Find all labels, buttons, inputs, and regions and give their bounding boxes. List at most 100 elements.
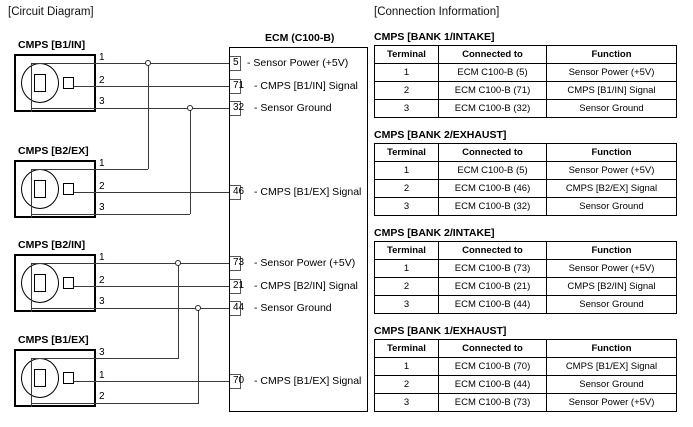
- wire-b1ex-pin1: [74, 381, 230, 382]
- cell-terminal: 2: [374, 277, 439, 296]
- ecm-pin-number: 46: [233, 186, 245, 197]
- cell-function: Sensor Ground: [546, 375, 677, 394]
- cell-function: Sensor Power (+5V): [546, 63, 677, 82]
- ecm-pin-number: 71: [233, 80, 245, 91]
- column-header: Connected to: [438, 339, 547, 358]
- wire-trunk-power-bank2: [178, 263, 179, 358]
- cell-function: Sensor Ground: [546, 197, 677, 216]
- table-bank2-exhaust: Terminal Connected to Function 1 ECM C10…: [374, 143, 677, 216]
- wire-b2in-pin1: [31, 263, 230, 264]
- wire-b2ex-pin1-stub-v: [31, 169, 32, 218]
- connector-key-slot: [34, 369, 46, 387]
- wire-b1ex-pin3: [31, 358, 179, 359]
- cell-function: CMPS [B2/IN] Signal: [546, 277, 677, 296]
- ecm-pin-label: - Sensor Ground: [254, 102, 332, 114]
- column-header: Terminal: [374, 143, 439, 162]
- wire-trunk-ground-bank2: [198, 308, 199, 403]
- ecm-pin-label: - Sensor Power (+5V): [254, 257, 356, 269]
- table-row: 3 ECM C100-B (73) Sensor Power (+5V): [374, 393, 677, 412]
- table-title: CMPS [BANK 2/INTAKE]: [374, 227, 495, 239]
- cell-function: CMPS [B1/IN] Signal: [546, 81, 677, 100]
- cell-connected-to: ECM C100-B (73): [438, 393, 547, 412]
- wire-b1in-pin1: [31, 63, 230, 64]
- table-row: 3 ECM C100-B (44) Sensor Ground: [374, 295, 677, 314]
- cell-connected-to: ECM C100-B (46): [438, 179, 547, 198]
- cell-connected-to: ECM C100-B (32): [438, 99, 547, 118]
- table-title: CMPS [BANK 1/EXHAUST]: [374, 325, 507, 337]
- ecm-pin-label: - CMPS [B1/IN] Signal: [254, 80, 358, 92]
- connector-label: CMPS [B2/EX]: [18, 145, 89, 157]
- column-header: Connected to: [438, 143, 547, 162]
- connector-pin-number: 3: [99, 202, 105, 213]
- connector-terminal-tab: [63, 77, 74, 89]
- ecm-pin-label: - Sensor Ground: [254, 302, 332, 314]
- table-row: 3 ECM C100-B (32) Sensor Ground: [374, 99, 677, 118]
- column-header: Function: [546, 143, 677, 162]
- connection-information-header: [Connection Information]: [374, 6, 500, 18]
- table-header-row: Terminal Connected to Function: [374, 241, 677, 260]
- wire-trunk-ground-bank1: [190, 108, 191, 214]
- cell-function: Sensor Power (+5V): [546, 393, 677, 412]
- table-bank1-intake: Terminal Connected to Function 1 ECM C10…: [374, 45, 677, 118]
- junction-node: [195, 305, 201, 311]
- ecm-pin-number: 70: [233, 375, 245, 386]
- ecm-pin-number: 32: [233, 102, 245, 113]
- cell-connected-to: ECM C100-B (70): [438, 357, 547, 376]
- cell-connected-to: ECM C100-B (44): [438, 295, 547, 314]
- wire-b1ex-pin3-stub-v: [31, 358, 32, 407]
- connector-seal-ellipse: [21, 63, 59, 103]
- connector-terminal-tab: [63, 372, 74, 384]
- connector-pin-number: 3: [99, 96, 105, 107]
- connector-label: CMPS [B1/EX]: [18, 334, 89, 346]
- ecm-pin-number: 5: [233, 57, 239, 68]
- cell-function: Sensor Ground: [546, 295, 677, 314]
- table-row: 2 ECM C100-B (44) Sensor Ground: [374, 375, 677, 394]
- cell-terminal: 1: [374, 259, 439, 278]
- column-header: Terminal: [374, 45, 439, 64]
- cell-terminal: 1: [374, 357, 439, 376]
- junction-node: [145, 60, 151, 66]
- cell-terminal: 2: [374, 81, 439, 100]
- cell-function: Sensor Power (+5V): [546, 161, 677, 180]
- connector-terminal-tab: [63, 183, 74, 195]
- connector-pin-number: 1: [99, 52, 105, 63]
- ecm-pin-label: - Sensor Power (+5V): [247, 57, 349, 69]
- table-header-row: Terminal Connected to Function: [374, 45, 677, 64]
- column-header: Terminal: [374, 339, 439, 358]
- table-row: 1 ECM C100-B (5) Sensor Power (+5V): [374, 63, 677, 82]
- connector-key-slot: [34, 74, 46, 92]
- table-row: 1 ECM C100-B (5) Sensor Power (+5V): [374, 161, 677, 180]
- connector-pin-number: 1: [99, 252, 105, 263]
- cell-terminal: 3: [374, 99, 439, 118]
- table-row: 1 ECM C100-B (73) Sensor Power (+5V): [374, 259, 677, 278]
- circuit-diagram-header: [Circuit Diagram]: [8, 6, 94, 18]
- cell-connected-to: ECM C100-B (73): [438, 259, 547, 278]
- cell-function: CMPS [B1/EX] Signal: [546, 357, 677, 376]
- table-row: 2 ECM C100-B (46) CMPS [B2/EX] Signal: [374, 179, 677, 198]
- column-header: Terminal: [374, 241, 439, 260]
- ecm-body: [229, 47, 368, 412]
- cell-connected-to: ECM C100-B (21): [438, 277, 547, 296]
- connector-pin-number: 2: [99, 391, 105, 402]
- wire-b2in-pin3: [31, 308, 230, 309]
- cell-connected-to: ECM C100-B (32): [438, 197, 547, 216]
- cell-terminal: 3: [374, 197, 439, 216]
- wire-b2in-pin1-stub-v: [31, 263, 32, 312]
- connector-pin-number: 2: [99, 75, 105, 86]
- cell-function: Sensor Power (+5V): [546, 259, 677, 278]
- column-header: Connected to: [438, 241, 547, 260]
- junction-node: [187, 105, 193, 111]
- connector-pin-number: 3: [99, 296, 105, 307]
- connector-pin-number: 2: [99, 181, 105, 192]
- table-row: 2 ECM C100-B (21) CMPS [B2/IN] Signal: [374, 277, 677, 296]
- wire-b1ex-pin2: [31, 403, 199, 404]
- cell-connected-to: ECM C100-B (5): [438, 161, 547, 180]
- wire-b1in-pin2: [74, 86, 230, 87]
- connector-pin-number: 2: [99, 275, 105, 286]
- ecm-pin-label: - CMPS [B1/EX] Signal: [254, 375, 362, 387]
- connector-pin-number: 1: [99, 370, 105, 381]
- connector-pin-number: 1: [99, 158, 105, 169]
- cell-connected-to: ECM C100-B (71): [438, 81, 547, 100]
- table-header-row: Terminal Connected to Function: [374, 143, 677, 162]
